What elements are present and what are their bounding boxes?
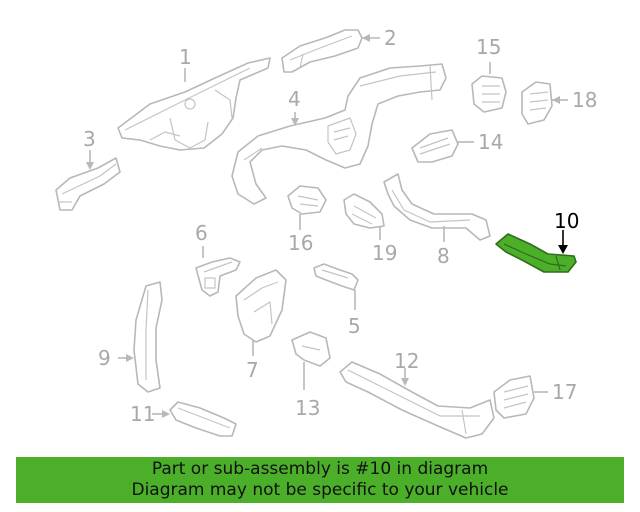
callout-11: 11 xyxy=(130,402,155,426)
part-11-duct xyxy=(169,401,237,437)
part-4-duct xyxy=(231,63,447,205)
part-6-bracket xyxy=(195,257,241,297)
part-1-duct xyxy=(117,57,271,151)
part-13-vent xyxy=(291,331,331,367)
callout-3: 3 xyxy=(83,127,96,151)
callout-12: 12 xyxy=(394,349,419,373)
callout-15: 15 xyxy=(476,35,501,59)
callout-2: 2 xyxy=(384,26,397,50)
callout-5: 5 xyxy=(348,314,361,338)
part-17-vent xyxy=(493,375,535,419)
part-15-vent xyxy=(471,75,507,113)
callout-4: 4 xyxy=(288,87,301,111)
part-5-bracket xyxy=(313,263,359,291)
parts-diagram: 1 2 3 4 5 6 xyxy=(55,26,597,439)
part-3-duct xyxy=(55,157,121,211)
callout-10: 10 xyxy=(554,209,579,233)
banner-line-1: Part or sub-assembly is #10 in diagram xyxy=(151,459,489,479)
part-12-duct xyxy=(339,361,495,439)
part-10-duct-highlighted xyxy=(495,233,577,273)
callout-6: 6 xyxy=(195,221,208,245)
callout-8: 8 xyxy=(437,244,450,268)
part-2-duct xyxy=(281,29,363,73)
part-8-duct xyxy=(383,173,491,241)
part-14-vent xyxy=(411,129,459,163)
callout-1: 1 xyxy=(179,45,192,69)
callout-9: 9 xyxy=(98,346,111,370)
part-7-panel xyxy=(235,269,287,343)
info-banner: Part or sub-assembly is #10 in diagram D… xyxy=(16,457,624,503)
callout-17: 17 xyxy=(552,380,577,404)
part-9-duct xyxy=(133,281,163,393)
callout-7: 7 xyxy=(246,358,259,382)
callout-18: 18 xyxy=(572,88,597,112)
callout-16: 16 xyxy=(288,231,313,255)
part-19-vent xyxy=(343,193,385,229)
part-18-vent xyxy=(521,81,553,125)
banner-line-2: Diagram may not be specific to your vehi… xyxy=(131,480,509,500)
callout-19: 19 xyxy=(372,241,397,265)
part-16-vent xyxy=(287,185,327,215)
callout-13: 13 xyxy=(295,396,320,420)
callout-14: 14 xyxy=(478,130,503,154)
